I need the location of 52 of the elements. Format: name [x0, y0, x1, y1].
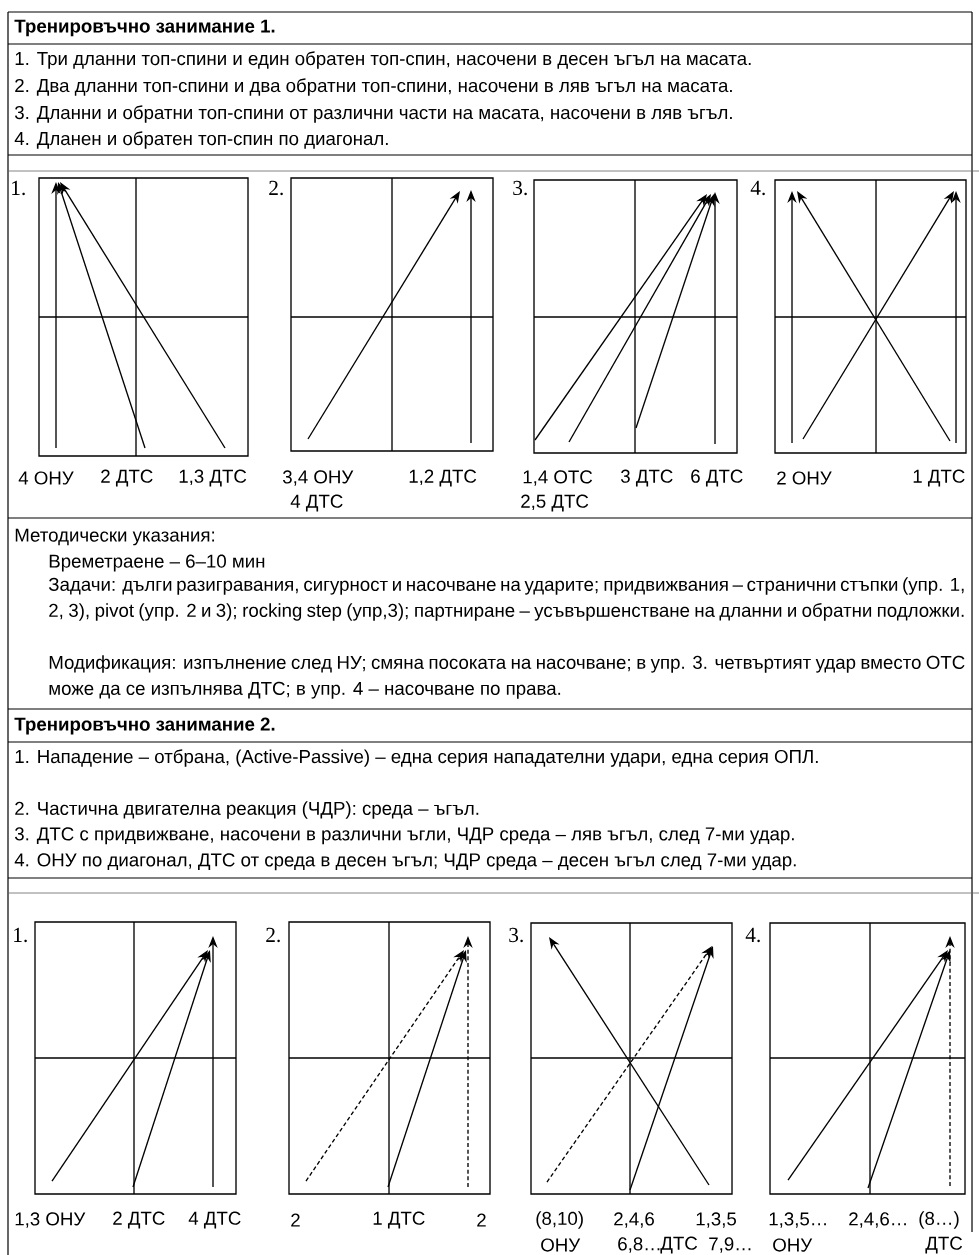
text-label: ДТС	[925, 1236, 963, 1254]
drawing-number: 2.	[266, 927, 280, 943]
list-item: 3. Дланни и обратни топ-спини от различни части на масата, насочени в ляв ъгъл.	[15, 105, 732, 123]
text-label: (8,10)	[536, 1211, 583, 1229]
text-label: 2	[477, 1213, 486, 1227]
text-label: 1,3 ДТС	[179, 469, 247, 487]
list-item: 3. ДТС с придвижване, насочени в различни ъгли, ЧДР среда – ляв ъгъл, след 7-ми удар.	[15, 827, 794, 845]
text-label: 1,3,5	[696, 1212, 736, 1228]
list-item: 1. Три дланни топ-спини и един обратен топ-спин, насочени в десен ъгъл на масата.	[15, 51, 751, 69]
text-label: 4 ДТС	[188, 1211, 241, 1229]
text-label: 4 ДТС	[290, 494, 343, 512]
text-label: 3,4 ОНУ	[283, 470, 354, 486]
drawing-number: 3.	[513, 180, 527, 196]
text-label: Методически указания:	[15, 528, 214, 546]
paragraph: Модификация: изпълнение след НУ; смяна посоката на насочване; в упр. 3. четвъртият удар вместо ОТС може да се изпълнява ДТС; в упр. 4 – насочване по права.	[49, 655, 965, 699]
section-heading: Тренировъчно занимание 1.	[14, 19, 275, 37]
text-label: ОНУ	[773, 1238, 813, 1252]
drawing-number: 2.	[269, 180, 283, 196]
text-label: 2,4,6	[614, 1212, 654, 1228]
drawing-number: 4.	[750, 180, 765, 196]
text-label: 1,4 ОТС	[523, 470, 593, 486]
text-label: 1 ДТС	[913, 469, 965, 487]
list-item: 2. Частична двигателна реакция (ЧДР): среда – ъгъл.	[15, 801, 479, 819]
drawing-number: 1.	[14, 927, 27, 943]
text-label: 2 ОНУ	[777, 471, 832, 485]
text-label: 1,3,5…	[769, 1212, 826, 1228]
text-label: 2,5 ДТС	[521, 494, 589, 512]
drawing-number: 3.	[509, 927, 523, 943]
text-label: 7,9…	[709, 1237, 751, 1253]
text-label: 2	[291, 1213, 300, 1227]
list-item: 4. ОНУ по диагонал, ДТС от среда в десен ъгъл; ЧДР среда – десен ъгъл след 7-ми удар.	[14, 853, 796, 871]
text-label: 4 ОНУ	[18, 471, 74, 485]
text-label: 1 ДТС	[373, 1211, 425, 1229]
list-item: 1. Нападение – отбрана, (Active-Passive) – една серия нападателни удари, една серия ОПЛ.	[15, 749, 818, 767]
text-label: 2,4,6…	[849, 1212, 906, 1228]
text-label: 6,8…	[618, 1237, 660, 1253]
text-label: (8…)	[919, 1211, 959, 1229]
list-item: 4. Дланен и обратен топ-спин по диагонал.	[14, 131, 388, 149]
text-label: ОНУ	[541, 1238, 581, 1252]
text-label: 6 ДТС	[691, 469, 743, 487]
drawing-number: 1.	[12, 180, 25, 196]
paragraph: Задачи: дълги разигравания, сигурност и насочване на ударите; придвижвания – странични стъпки (упр. 1, 2, 3), pivot (упр. 2 и 3); rocking step (упр,3); партниране – усъвършенстване на дланни и обратни подложки.	[48, 577, 964, 621]
text-label: 2 ДТС	[101, 469, 153, 487]
text-label: Времетраене – 6–10 мин	[49, 554, 265, 572]
text-label: ДТС	[660, 1236, 698, 1254]
text-label: 1,2 ДТС	[409, 469, 477, 487]
drawing-number: 4.	[745, 927, 760, 943]
text-label: 2 ДТС	[113, 1211, 165, 1229]
section-heading: Тренировъчно занимание 2.	[14, 717, 275, 735]
text-label: 3 ДТС	[621, 469, 673, 487]
list-item: 2. Два дланни топ-спини и два обратни топ-спини, насочени в ляв ъгъл на масата.	[15, 78, 732, 96]
text-label: 1,3 ОНУ	[15, 1212, 86, 1228]
